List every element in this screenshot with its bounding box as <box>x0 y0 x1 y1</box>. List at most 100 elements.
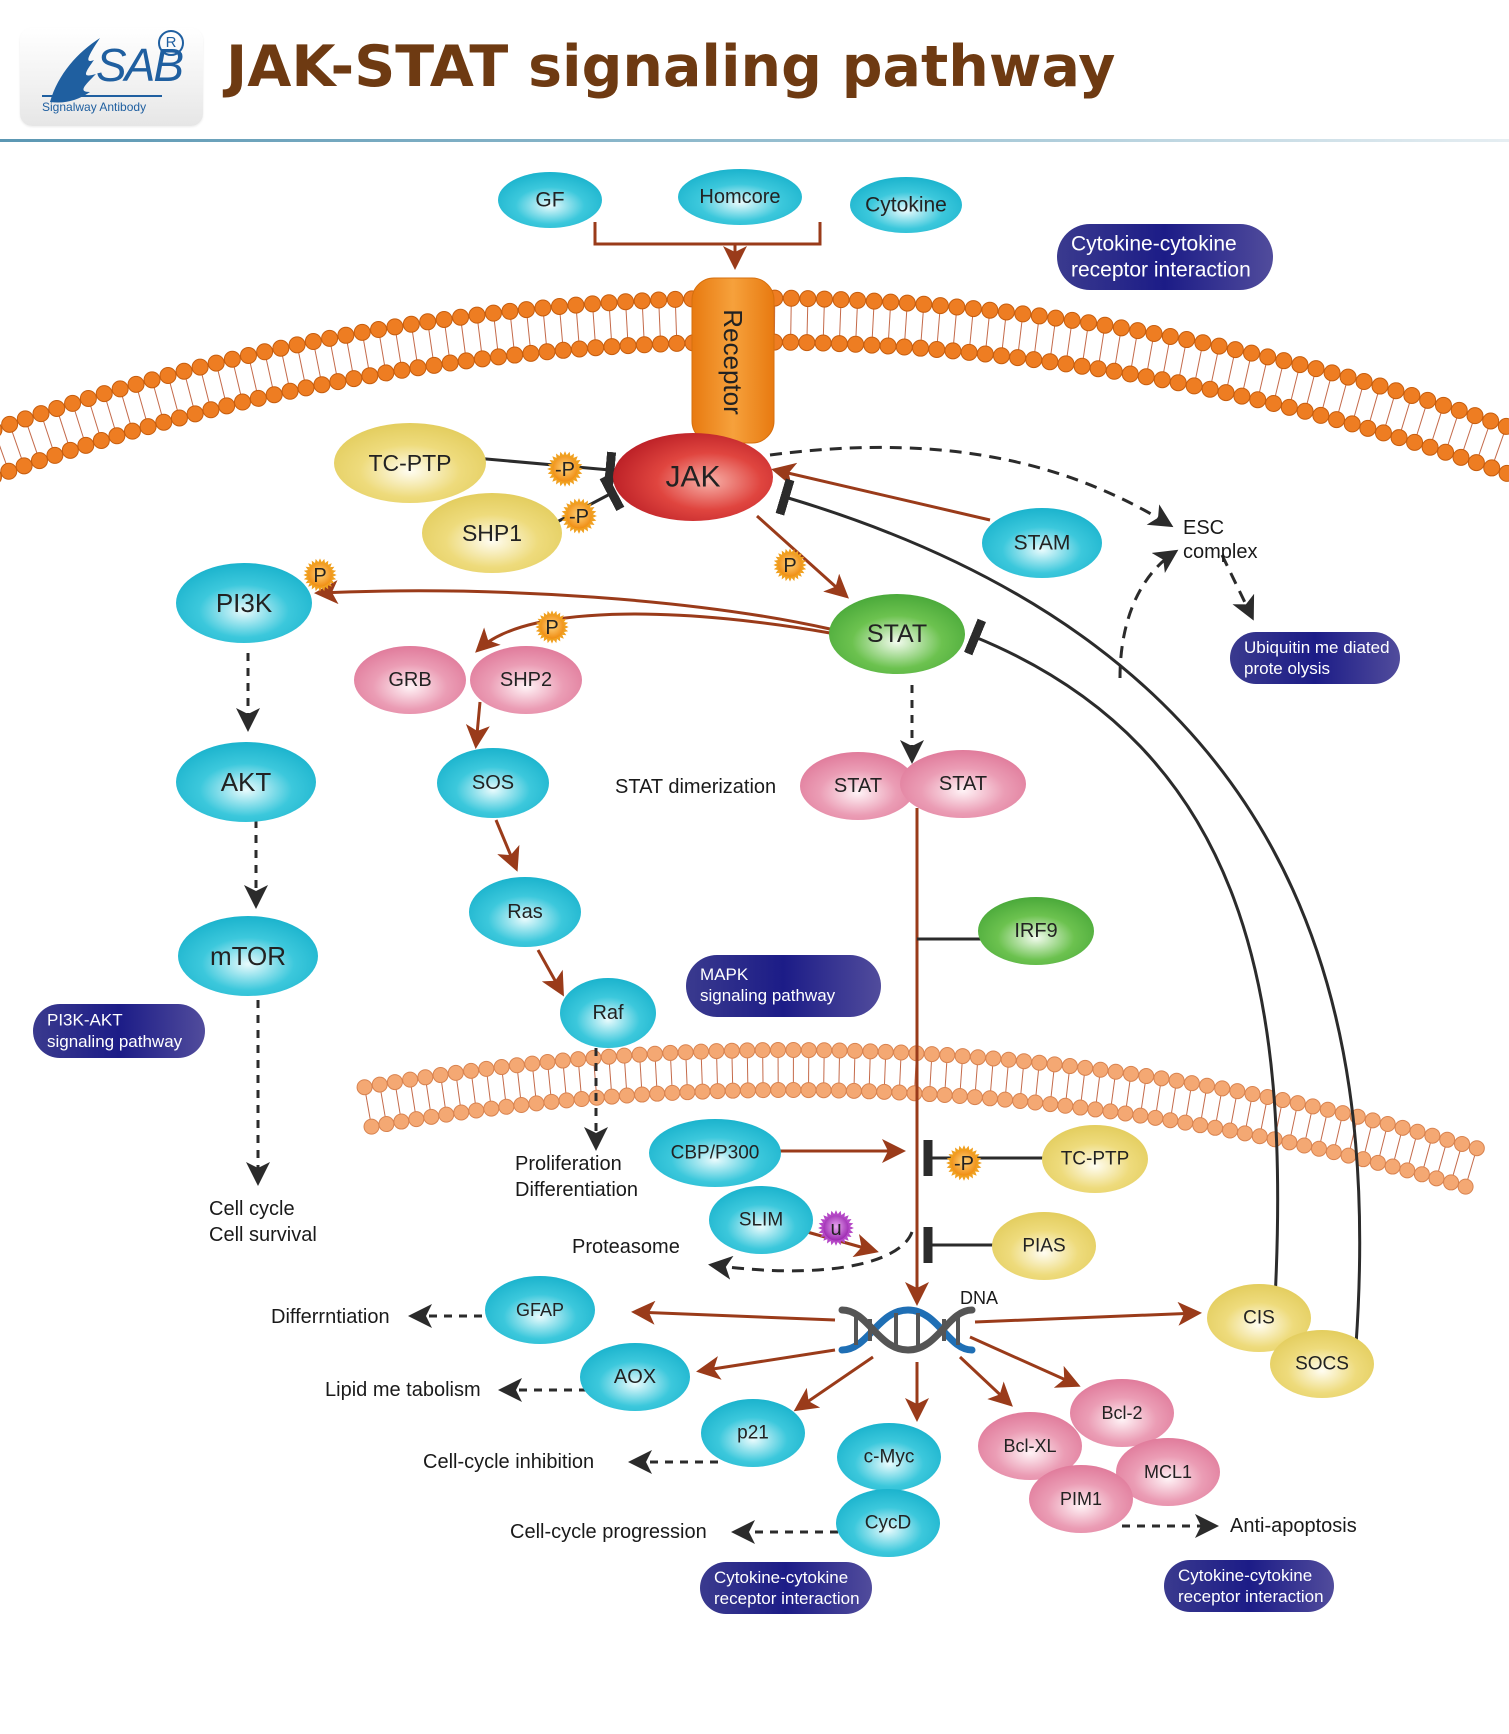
dephos-badge-shp1: -P <box>561 498 597 534</box>
dephos-badge-nuclear: -P <box>946 1145 982 1181</box>
edge-esc-ubiquitin <box>1220 554 1255 621</box>
node-gfap[interactable]: GFAP <box>485 1276 595 1344</box>
edge-jak-esc <box>769 445 1174 528</box>
node-mcl1-label: MCL1 <box>1144 1462 1192 1482</box>
dephos-badge-tcptp-label: -P <box>555 459 575 481</box>
node-pi3k-label: PI3K <box>216 588 273 618</box>
ligand-cytokine-label: Cytokine <box>865 194 947 217</box>
node-sos[interactable]: SOS <box>437 748 549 818</box>
node-bcl2[interactable]: Bcl-2 <box>1070 1379 1174 1447</box>
registered-mark: R <box>158 30 184 56</box>
edge-stam-jak <box>771 462 991 522</box>
edge-stat-grb <box>475 612 831 653</box>
node-stam-label: STAM <box>1014 532 1071 555</box>
dephos-badge-nuclear-label: -P <box>954 1153 974 1175</box>
node-cbp-p300[interactable]: CBP/P300 <box>649 1119 781 1187</box>
pill-line2: receptor interaction <box>1071 259 1251 282</box>
pill-line2: prote olysis <box>1244 659 1330 678</box>
dna-helix-icon <box>838 1306 976 1354</box>
phos-badge-jak-stat-label: P <box>783 555 796 577</box>
node-cmyc-label: c-Myc <box>864 1447 915 1468</box>
node-grb-label: GRB <box>388 669 431 691</box>
node-bclxl[interactable]: Bcl-XL <box>978 1412 1082 1480</box>
ligand-homcore[interactable]: Homcore <box>678 169 802 225</box>
pathway-link-pill[interactable]: Ubiquitin me diated prote olysis <box>1230 632 1400 684</box>
receptor[interactable]: Receptor <box>691 277 775 444</box>
node-slim[interactable]: SLIM <box>709 1186 813 1254</box>
edge-jak-stat <box>755 514 849 599</box>
label-esc: ESC <box>1183 517 1224 539</box>
node-stat-dimer-right-label: STAT <box>939 773 987 795</box>
node-pi3k[interactable]: PI3K <box>176 563 312 643</box>
node-pias[interactable]: PIAS <box>992 1212 1096 1280</box>
node-aox[interactable]: AOX <box>580 1343 690 1411</box>
node-stat-dimer-right[interactable]: STAT <box>900 750 1026 818</box>
node-grb[interactable]: GRB <box>354 646 466 714</box>
label-proteasome: Proteasome <box>572 1236 680 1258</box>
phos-badge-jak-stat: P <box>773 548 807 582</box>
edge-dna-bclxl <box>958 1355 1013 1407</box>
node-aox-label: AOX <box>614 1366 656 1388</box>
ligand-homcore-label: Homcore <box>699 186 780 208</box>
node-gfap-label: GFAP <box>516 1300 564 1320</box>
ubiquitin-badge-label: u <box>830 1218 841 1240</box>
node-pim1[interactable]: PIM1 <box>1029 1465 1133 1533</box>
node-jak[interactable]: JAK <box>613 433 773 521</box>
node-ras-label: Ras <box>507 901 543 923</box>
label-cell-survival: Cell survival <box>209 1224 317 1246</box>
label-cell-cycle: Cell cycle <box>209 1198 295 1220</box>
ligand-cytokine[interactable]: Cytokine <box>850 177 962 233</box>
node-cycd[interactable]: CycD <box>836 1489 940 1557</box>
node-tc-ptp-top-label: TC-PTP <box>368 450 451 476</box>
edge-dna-bcl2 <box>969 1335 1081 1388</box>
edge-gf-receptor <box>593 222 822 246</box>
ligand-gf[interactable]: GF <box>498 172 602 228</box>
edge-ras-raf <box>536 949 564 997</box>
node-mcl1[interactable]: MCL1 <box>1116 1438 1220 1506</box>
node-p21[interactable]: p21 <box>701 1399 805 1467</box>
edge-shp2-sos <box>465 701 490 749</box>
node-socs[interactable]: SOCS <box>1270 1330 1374 1398</box>
node-stam[interactable]: STAM <box>982 508 1102 578</box>
phos-badge-pi3k: P <box>303 558 337 592</box>
receptor-label: Receptor <box>718 309 748 415</box>
edge-dna-p21 <box>793 1355 874 1412</box>
node-mtor[interactable]: mTOR <box>178 916 318 996</box>
node-sos-label: SOS <box>472 772 514 794</box>
pill-line1: Ubiquitin me diated <box>1244 638 1390 657</box>
node-irf9-label: IRF9 <box>1014 920 1057 942</box>
phos-badge-pi3k-label: P <box>313 565 326 587</box>
logo-subtitle: Signalway Antibody <box>42 100 147 114</box>
node-cis[interactable]: CIS <box>1207 1284 1311 1352</box>
label-esc-complex: complex <box>1183 541 1257 563</box>
ubiquitin-badge: u <box>818 1210 854 1246</box>
wing-icon <box>50 38 100 103</box>
node-shp2-label: SHP2 <box>500 669 552 691</box>
edge-tcptp-jak <box>474 451 617 489</box>
pill-line1: PI3K-AKT <box>47 1011 123 1030</box>
pill-line1: Cytokine-cytokine <box>714 1568 848 1587</box>
node-mtor-label: mTOR <box>210 941 286 971</box>
node-irf9[interactable]: IRF9 <box>978 897 1094 965</box>
pill-line2: receptor interaction <box>1178 1587 1324 1606</box>
nuclear-membrane <box>356 1042 1485 1195</box>
label-proliferation: Proliferation <box>515 1153 622 1175</box>
node-stat[interactable]: STAT <box>829 594 965 674</box>
node-stat-dimer-left[interactable]: STAT <box>800 752 916 820</box>
node-shp1[interactable]: SHP1 <box>422 493 562 573</box>
node-tc-ptp-top[interactable]: TC-PTP <box>334 423 486 503</box>
node-shp2[interactable]: SHP2 <box>470 646 582 714</box>
node-raf[interactable]: Raf <box>560 978 656 1048</box>
node-cmyc[interactable]: c-Myc <box>837 1423 941 1491</box>
node-ras[interactable]: Ras <box>469 877 581 947</box>
label-differrntiation: Differrntiation <box>271 1306 390 1328</box>
node-jak-label: JAK <box>665 461 720 494</box>
node-tc-ptp-nuclear[interactable]: TC-PTP <box>1042 1125 1148 1193</box>
node-akt[interactable]: AKT <box>176 742 316 822</box>
